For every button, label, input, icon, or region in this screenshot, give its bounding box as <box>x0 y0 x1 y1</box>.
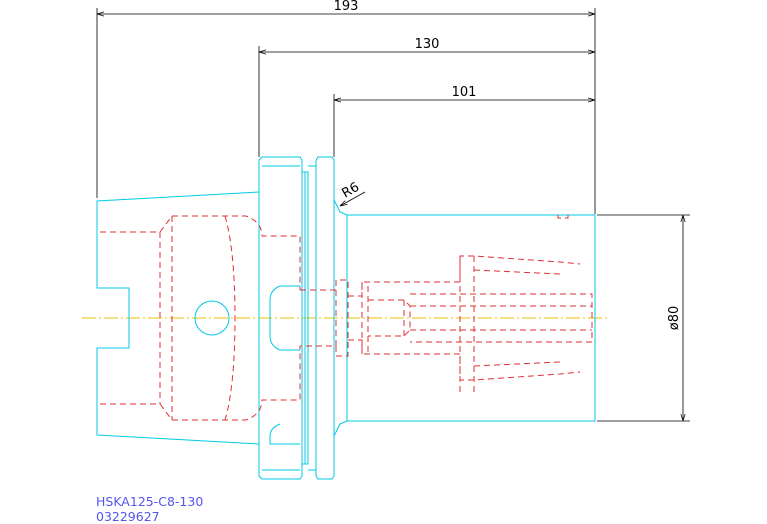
internal-hidden-lines <box>100 215 593 421</box>
dimension-flange-to-end: 130 <box>258 37 595 157</box>
dimension-diameter: ø80 <box>597 214 690 422</box>
part-number: 03229627 <box>96 509 160 524</box>
dimension-radius: R6 <box>340 180 366 206</box>
dimension-overall-length: 193 <box>96 0 596 214</box>
dimension-body-length-label: 101 <box>452 85 477 100</box>
title-block: HSKA125-C8-130 03229627 <box>96 494 203 524</box>
dimension-radius-label: R6 <box>340 180 362 202</box>
part-name: HSKA125-C8-130 <box>96 494 204 509</box>
dimension-body-length: 101 <box>333 85 595 157</box>
cross-hole-circle <box>194 300 230 336</box>
dimension-flange-to-end-label: 130 <box>415 37 440 52</box>
tool-holder-outline <box>96 156 596 480</box>
dimension-diameter-label: ø80 <box>667 306 682 331</box>
dimension-overall-length-label: 193 <box>334 0 359 14</box>
